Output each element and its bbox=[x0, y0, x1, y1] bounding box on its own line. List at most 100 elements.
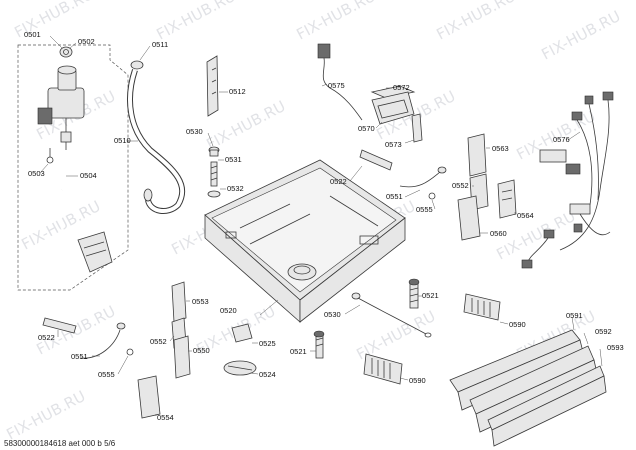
valve-body bbox=[47, 87, 85, 119]
screw-thread bbox=[315, 343, 324, 347]
sensor-head bbox=[116, 322, 126, 330]
rod-0530 bbox=[357, 297, 427, 335]
harness-plug bbox=[584, 95, 594, 105]
leader-0522a bbox=[349, 165, 363, 182]
label-0532: 0532 bbox=[227, 184, 244, 193]
base-rib bbox=[239, 203, 291, 229]
leader-0555a bbox=[431, 199, 436, 210]
foot-cap-body bbox=[209, 149, 219, 157]
hose-connector bbox=[77, 231, 113, 273]
heater-rod-0522 bbox=[359, 149, 393, 171]
base-rib bbox=[329, 195, 379, 227]
drain-hose-0510 bbox=[127, 69, 186, 214]
leader-0511 bbox=[139, 45, 151, 61]
leader-0575 bbox=[321, 83, 328, 87]
hinge-slot bbox=[501, 197, 513, 201]
inlet-dashed-outline bbox=[17, 44, 129, 291]
bracket-0563 bbox=[467, 133, 487, 177]
leader-0593 bbox=[599, 348, 603, 367]
label-0573: 0573 bbox=[385, 140, 402, 149]
sensor-wire-0551 bbox=[399, 171, 441, 188]
leader-0524 bbox=[249, 372, 259, 375]
screw-thread bbox=[315, 337, 324, 341]
label-0591: 0591 bbox=[566, 311, 583, 320]
label-0590a: 0590 bbox=[509, 320, 526, 329]
cable-0575-group bbox=[317, 43, 363, 121]
leader-0555b bbox=[117, 355, 129, 375]
label-0525: 0525 bbox=[259, 339, 276, 348]
leader-0502 bbox=[69, 42, 77, 49]
hinge-0560 bbox=[457, 195, 481, 241]
screw-head bbox=[313, 330, 325, 338]
leader-0592 bbox=[583, 332, 589, 345]
screw-thread bbox=[210, 165, 218, 169]
harness-wire bbox=[559, 99, 610, 251]
vent-0590a bbox=[463, 293, 501, 321]
cable-0575 bbox=[322, 57, 363, 121]
watermark: FIX-HUB.RU bbox=[433, 0, 518, 44]
label-0553: 0553 bbox=[192, 297, 209, 306]
label-0575: 0575 bbox=[328, 81, 345, 90]
harness-plug bbox=[602, 91, 614, 101]
clip-0525 bbox=[231, 323, 253, 343]
leader-0590b bbox=[399, 377, 409, 381]
sensor-head bbox=[437, 166, 447, 174]
bottom-center-group bbox=[223, 323, 325, 376]
watermark: FIX-HUB.RU bbox=[293, 0, 378, 44]
leader-0591 bbox=[571, 316, 575, 331]
hinge-slot bbox=[501, 189, 513, 193]
label-0531: 0531 bbox=[225, 155, 242, 164]
label-0524: 0524 bbox=[259, 370, 276, 379]
label-0521b: 0521 bbox=[290, 347, 307, 356]
drawing-reference-footer: 58300000184618 aet 000 b 5/6 bbox=[4, 439, 116, 448]
bracket-0512 bbox=[206, 55, 219, 117]
label-0593: 0593 bbox=[607, 343, 624, 352]
labels-layer: 0501 0502 0503 0504 0510 0511 0512 0530 … bbox=[24, 30, 624, 422]
leader-0570 bbox=[375, 121, 383, 129]
label-0555b: 0555 bbox=[98, 370, 115, 379]
leader-0552b bbox=[169, 335, 175, 342]
vents-group bbox=[363, 293, 509, 385]
inlet-hose-inner bbox=[58, 189, 91, 257]
label-0563: 0563 bbox=[492, 144, 509, 153]
screw-thread bbox=[210, 171, 218, 175]
disc-line bbox=[227, 365, 253, 371]
bracket-0512-group bbox=[206, 55, 228, 117]
label-0530b: 0530 bbox=[324, 310, 341, 319]
base-front-right bbox=[299, 217, 406, 323]
housing-slot bbox=[377, 99, 409, 119]
screw-head bbox=[408, 278, 420, 286]
base-inner bbox=[211, 167, 397, 293]
clip-0555b bbox=[126, 348, 134, 356]
harness-wire bbox=[576, 119, 593, 206]
label-0504: 0504 bbox=[80, 171, 97, 180]
hose-end bbox=[143, 188, 153, 202]
inlet-valve-group bbox=[17, 35, 129, 291]
lower-left-group bbox=[42, 281, 192, 419]
base-slot bbox=[359, 235, 379, 245]
label-0521a: 0521 bbox=[422, 291, 439, 300]
bracket-notch bbox=[211, 91, 217, 95]
harness-wire bbox=[588, 103, 599, 201]
harness-0576-group bbox=[521, 91, 614, 269]
label-0552a: 0552 bbox=[452, 181, 469, 190]
screw-thread bbox=[409, 293, 419, 297]
label-0520: 0520 bbox=[220, 306, 237, 315]
seal-0573 bbox=[411, 113, 423, 143]
bracket-notch bbox=[211, 67, 217, 71]
label-0576: 0576 bbox=[553, 135, 570, 144]
label-0551b: 0551 bbox=[71, 352, 88, 361]
watermark: FIX-HUB.RU bbox=[3, 387, 88, 444]
connector-rib bbox=[83, 241, 105, 249]
foot-base-0532 bbox=[207, 190, 221, 198]
rod-end bbox=[351, 292, 361, 300]
harness-connector-block bbox=[539, 149, 567, 163]
harness-plug bbox=[543, 229, 555, 239]
feet-group bbox=[207, 132, 226, 198]
harness-plug bbox=[571, 111, 583, 121]
leader-0503 bbox=[39, 163, 49, 174]
label-0522a: 0522 bbox=[330, 177, 347, 186]
harness-plug bbox=[573, 223, 583, 233]
harness-plug bbox=[565, 163, 581, 175]
bracket-notch bbox=[211, 79, 217, 83]
